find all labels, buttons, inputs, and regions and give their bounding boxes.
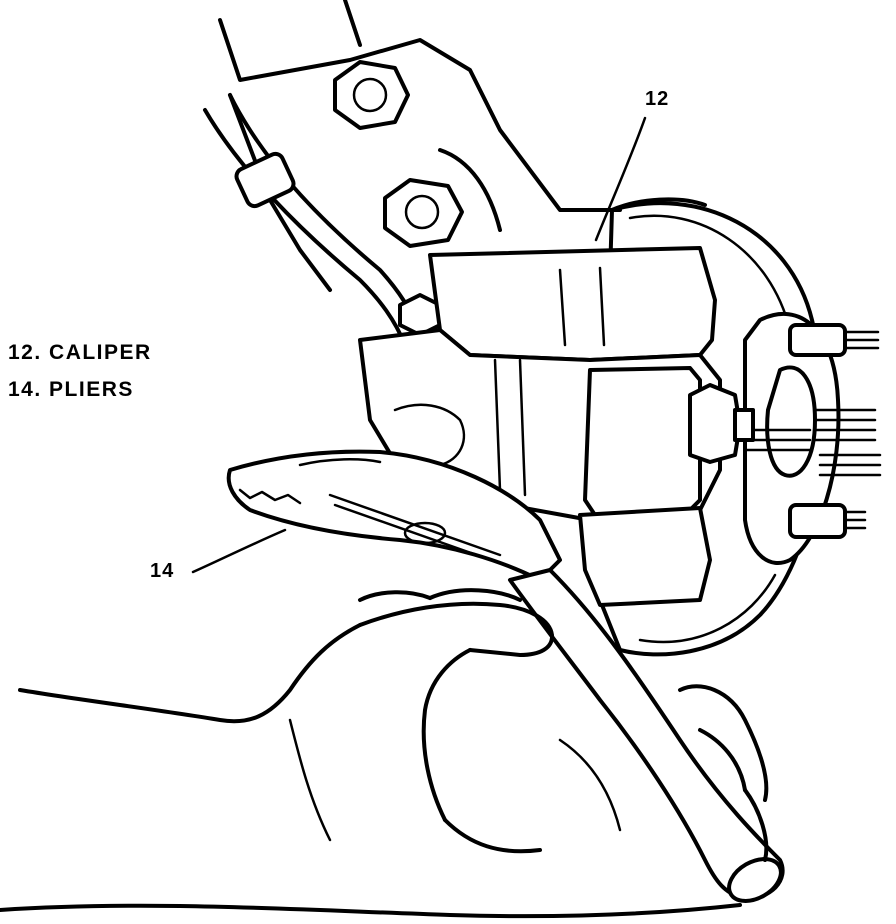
- callout-label-pliers: 14: [150, 560, 175, 582]
- legend-item-caliper: 12. CALIPER: [8, 341, 152, 364]
- callout-leaders: [191, 116, 647, 574]
- caliper-guide-pin: [688, 383, 755, 464]
- legend-item-pliers: 14. PLIERS: [8, 378, 134, 401]
- brake-hose: [203, 93, 442, 347]
- mounting-bolt-lower: [383, 178, 464, 248]
- wheel-hub: [743, 312, 882, 566]
- pliers: [226, 449, 785, 903]
- lug-studs: [743, 323, 882, 539]
- mounting-bolt-upper: [333, 60, 410, 130]
- hand: [0, 588, 769, 919]
- steering-knuckle: [218, 0, 622, 292]
- callout-label-caliper: 12: [645, 88, 670, 110]
- parts-legend: 12. CALIPER 14. PLIERS: [8, 334, 152, 408]
